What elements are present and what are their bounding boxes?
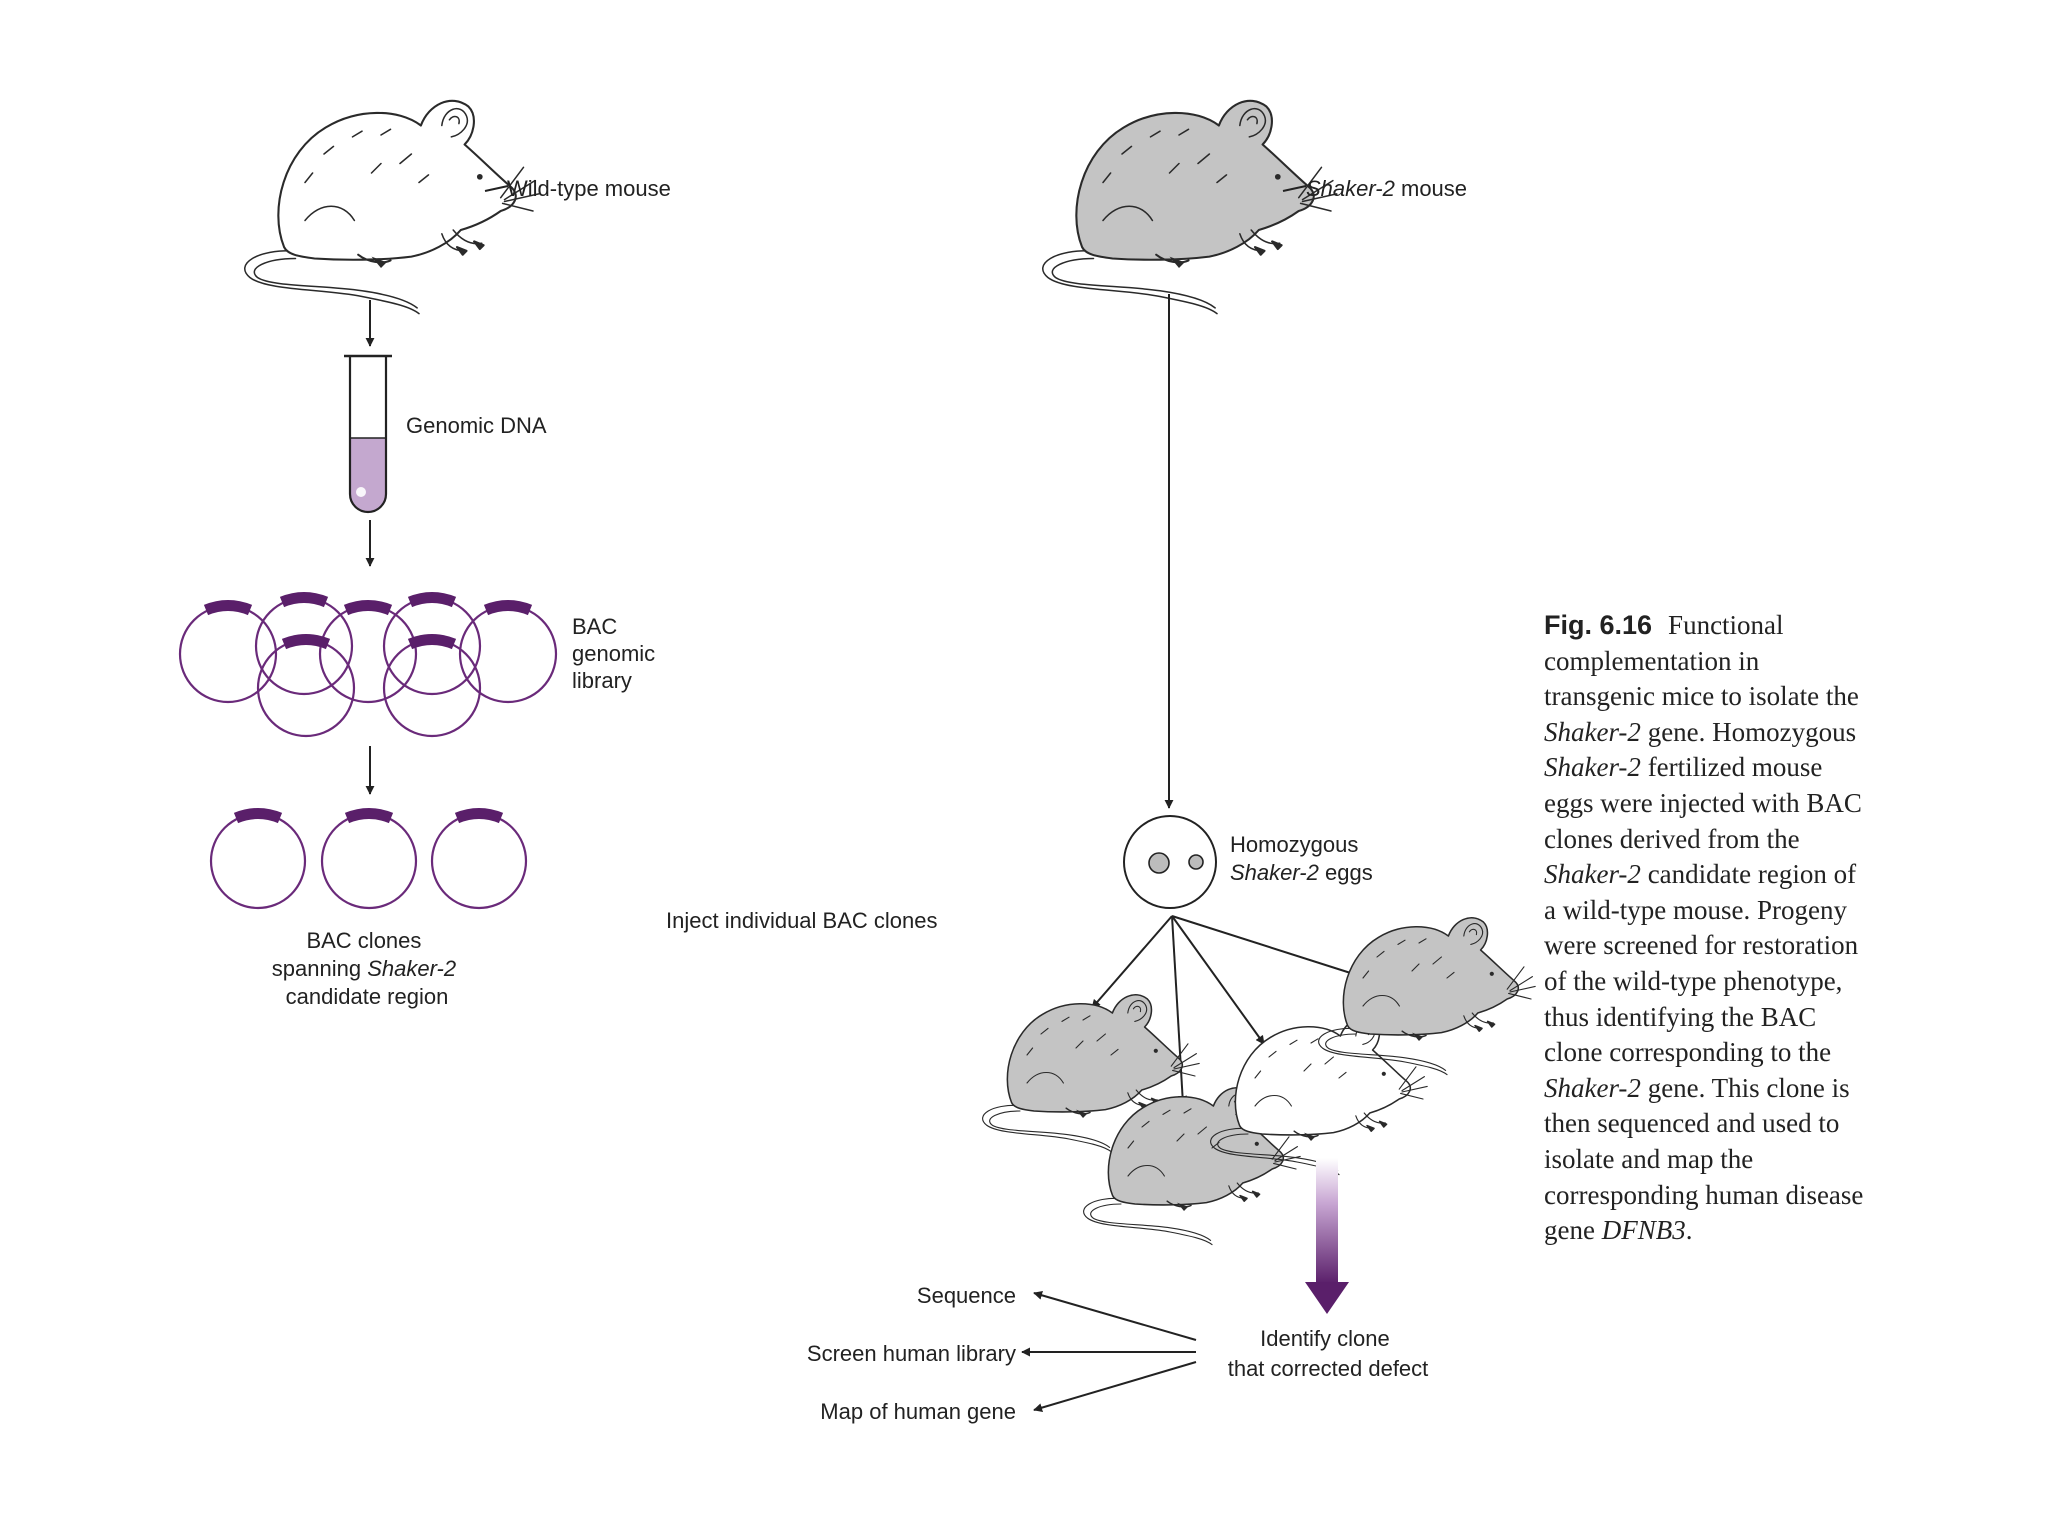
caption-segment: Shaker-2: [1544, 716, 1641, 747]
caption-segment: gene. This clone is then sequenced and u…: [1544, 1072, 1864, 1246]
big-purple-arrow: [1305, 1158, 1349, 1314]
map-human-gene-label: Map of human gene: [820, 1399, 1016, 1424]
caption-body: Functional complementation in transgenic…: [1544, 610, 1863, 1245]
plasmid: [382, 592, 482, 696]
plasmid: [320, 808, 418, 910]
shaker-2-mouse-illustration: [1041, 99, 1338, 315]
plasmid: [209, 808, 307, 910]
caption-segment: Shaker-2: [1544, 859, 1641, 890]
bac-library-plasmids: [178, 592, 558, 738]
caption-segment: .: [1685, 1215, 1693, 1246]
plasmid: [430, 808, 528, 910]
caption-segment: fertilized mouse eggs were injected with…: [1544, 752, 1862, 854]
bac-library-label: BAC genomic library: [572, 614, 661, 693]
egg-cell-icon: [1123, 815, 1217, 909]
plasmid: [178, 600, 278, 704]
injection-arrows: [1091, 915, 1361, 1105]
identify-clone-label: Identify clone that corrected defect: [1228, 1326, 1429, 1381]
genomic-dna-label: Genomic DNA: [406, 413, 547, 438]
caption-segment: Functional complementation in transgenic…: [1544, 610, 1859, 712]
screen-human-library-label: Screen human library: [807, 1341, 1016, 1366]
bac-clones: [209, 808, 528, 910]
outcome-arrows: [1021, 1290, 1197, 1413]
sequence-label: Sequence: [917, 1283, 1016, 1308]
test-tube-icon: [344, 354, 392, 514]
caption-segment: candidate region of a wild-type mouse. P…: [1544, 859, 1859, 1068]
plasmid: [382, 634, 482, 738]
caption-segment: Shaker-2: [1544, 1072, 1641, 1103]
plasmid: [318, 600, 418, 704]
wild-type-pointer: [484, 185, 509, 192]
caption-segment: gene. Homozygous: [1640, 716, 1857, 747]
inject-label: Inject individual BAC clones: [666, 908, 937, 933]
shaker-pointer: [1282, 185, 1307, 192]
caption-segment: DFNB3: [1601, 1215, 1686, 1246]
homozygous-eggs-label: Homozygous Shaker-2 eggs: [1230, 832, 1373, 885]
plasmid: [458, 600, 558, 704]
shaker-2-mouse-label: Shaker-2 mouse: [1306, 176, 1467, 201]
wild-type-mouse-illustration: [243, 99, 540, 315]
figure-number: Fig. 6.16: [1544, 610, 1653, 640]
plasmid: [256, 634, 356, 738]
bac-clones-label: BAC clones spanning Shaker-2 candidate r…: [272, 928, 462, 1009]
caption-segment: Shaker-2: [1544, 752, 1641, 783]
plasmid: [254, 592, 354, 696]
wild-type-mouse-label: Wild-type mouse: [507, 176, 671, 201]
